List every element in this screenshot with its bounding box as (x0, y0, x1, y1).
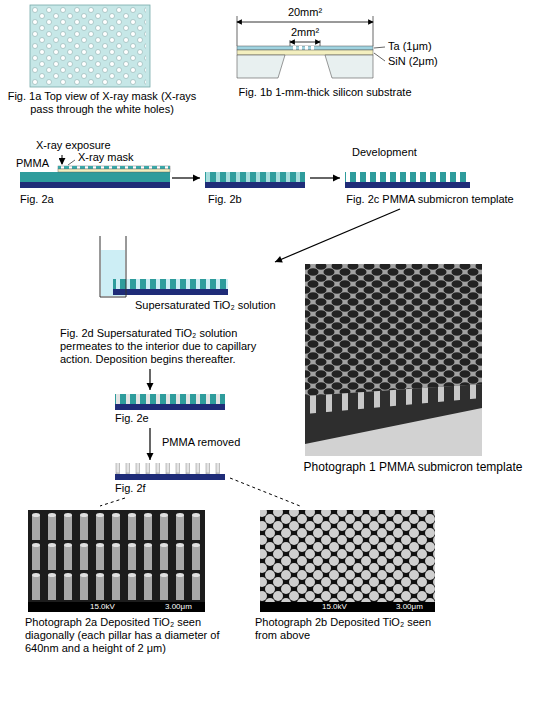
ta-layer (237, 46, 373, 50)
figure-panel: Fig. 2b (200, 166, 310, 209)
sin-layer (237, 50, 373, 55)
dimension-line (290, 42, 320, 43)
xray-arrow (62, 155, 63, 164)
flow-arrow (275, 209, 400, 262)
substrate (115, 474, 225, 480)
leader-line (68, 160, 75, 165)
figure-caption: Fig. 2f (115, 482, 230, 495)
beaker (100, 236, 126, 297)
substrate (115, 404, 225, 410)
figure-panel: Photograph 2a Deposited TiO₂ seen diagon… (25, 506, 220, 658)
ta-opening (293, 46, 296, 50)
pmma-template (345, 172, 470, 182)
substrate-surface (305, 408, 482, 456)
annotation-label: Supersaturated TiO₂ solution (135, 299, 276, 312)
annotation-label: X-ray mask (78, 151, 134, 164)
edge-label: Development (350, 146, 419, 159)
dimension-tick (290, 40, 291, 46)
sem-photo (28, 510, 205, 612)
tio2-pillars (115, 463, 225, 474)
flow-arrow (230, 478, 300, 506)
annotation-label: 2mm² (285, 26, 325, 39)
annotation-label: 15.0kV (322, 602, 347, 612)
leader-line (374, 53, 385, 61)
template-holes (305, 264, 482, 396)
dimension-tick (373, 16, 374, 46)
dimension-tick (320, 40, 321, 46)
sem-photo (260, 510, 435, 612)
annotation-label: PMMA (16, 157, 49, 170)
annotation-label: 15.0kV (90, 602, 115, 612)
substrate (113, 289, 228, 295)
ta-opening (305, 46, 308, 50)
substrate (345, 182, 470, 188)
flow-arrow (310, 175, 340, 182)
template-wall (305, 384, 482, 414)
mask-absorber (58, 166, 170, 169)
arrowhead (275, 256, 283, 262)
figure-panel: Photograph 1 PMMA submicron template (293, 262, 533, 477)
flow-arrow (100, 498, 125, 506)
annotation-label: Ta (1μm) (388, 40, 432, 53)
scale-strip (28, 602, 205, 612)
arrowhead (193, 175, 200, 182)
figure-caption: Fig. 1a Top view of X-ray mask (X-rays p… (4, 90, 200, 116)
mask-hole-array (32, 7, 146, 85)
substrate (20, 182, 170, 188)
xray-mask (58, 166, 170, 169)
figure-caption: Fig. 2b (208, 193, 310, 206)
pillar-array (260, 510, 435, 602)
figure-caption: Fig. 2d Supersaturated TiO₂ solution per… (60, 327, 275, 366)
figure-caption: Fig. 2c PMMA submicron template (340, 193, 520, 206)
ta-opening (299, 46, 302, 50)
edge-label: PMMA removed (160, 436, 242, 449)
flow-arrow (172, 175, 200, 182)
figure-panel: Fig. 2f (110, 460, 230, 498)
pmma-layer (20, 172, 170, 182)
exposed-pmma (205, 172, 305, 182)
arrowhead (147, 453, 154, 460)
connector-line (275, 209, 400, 262)
mask-membrane (58, 169, 170, 172)
annotation-label: 3.00μm (396, 602, 423, 612)
dimension-line (237, 22, 373, 23)
xray-mask-top (30, 5, 150, 87)
annotation-label: SiN (2μm) (388, 55, 438, 68)
figure-caption: Photograph 2a Deposited TiO₂ seen diagon… (25, 616, 220, 655)
sem-photo (305, 264, 482, 456)
annotation-label: 3.00μm (165, 602, 192, 612)
figure-panel: Photograph 2b Deposited TiO₂ seen from a… (255, 506, 445, 645)
pmma-template (113, 279, 228, 289)
figure-caption: Fig. 2e (115, 412, 230, 425)
connector-line (100, 498, 125, 506)
dimension-tick (237, 16, 238, 46)
figure-caption: Photograph 1 PMMA submicron template (293, 460, 533, 474)
flow-arrow (147, 369, 154, 390)
figure-caption: Fig. 2a (20, 193, 172, 206)
figure-panel: Fig. 2c PMMA submicron template (340, 166, 520, 209)
silicon-substrate (325, 55, 373, 78)
figure-caption: Photograph 2b Deposited TiO₂ seen from a… (255, 616, 445, 642)
leader-line (374, 47, 385, 48)
annotation-label: 20mm² (275, 6, 335, 19)
figure-panel: Fig. 1b 1-mm-thick silicon substrate (225, 4, 425, 102)
figure-panel: Fig. 1a Top view of X-ray mask (X-rays p… (4, 4, 200, 119)
arrowhead (333, 175, 340, 182)
arrowhead (147, 383, 154, 390)
figure-panel: Fig. 2e (110, 390, 230, 428)
template-surface (305, 264, 482, 396)
connector-line (230, 478, 300, 506)
filled-template (115, 394, 225, 404)
substrate (205, 182, 305, 188)
pillar-array (28, 510, 205, 602)
scale-strip (260, 602, 435, 612)
annotation-label: X-ray exposure (36, 139, 111, 152)
figure-caption: Fig. 1b 1-mm-thick silicon substrate (225, 86, 425, 99)
flow-arrow (147, 428, 154, 460)
silicon-substrate (237, 55, 285, 78)
ta-opening (311, 46, 314, 50)
